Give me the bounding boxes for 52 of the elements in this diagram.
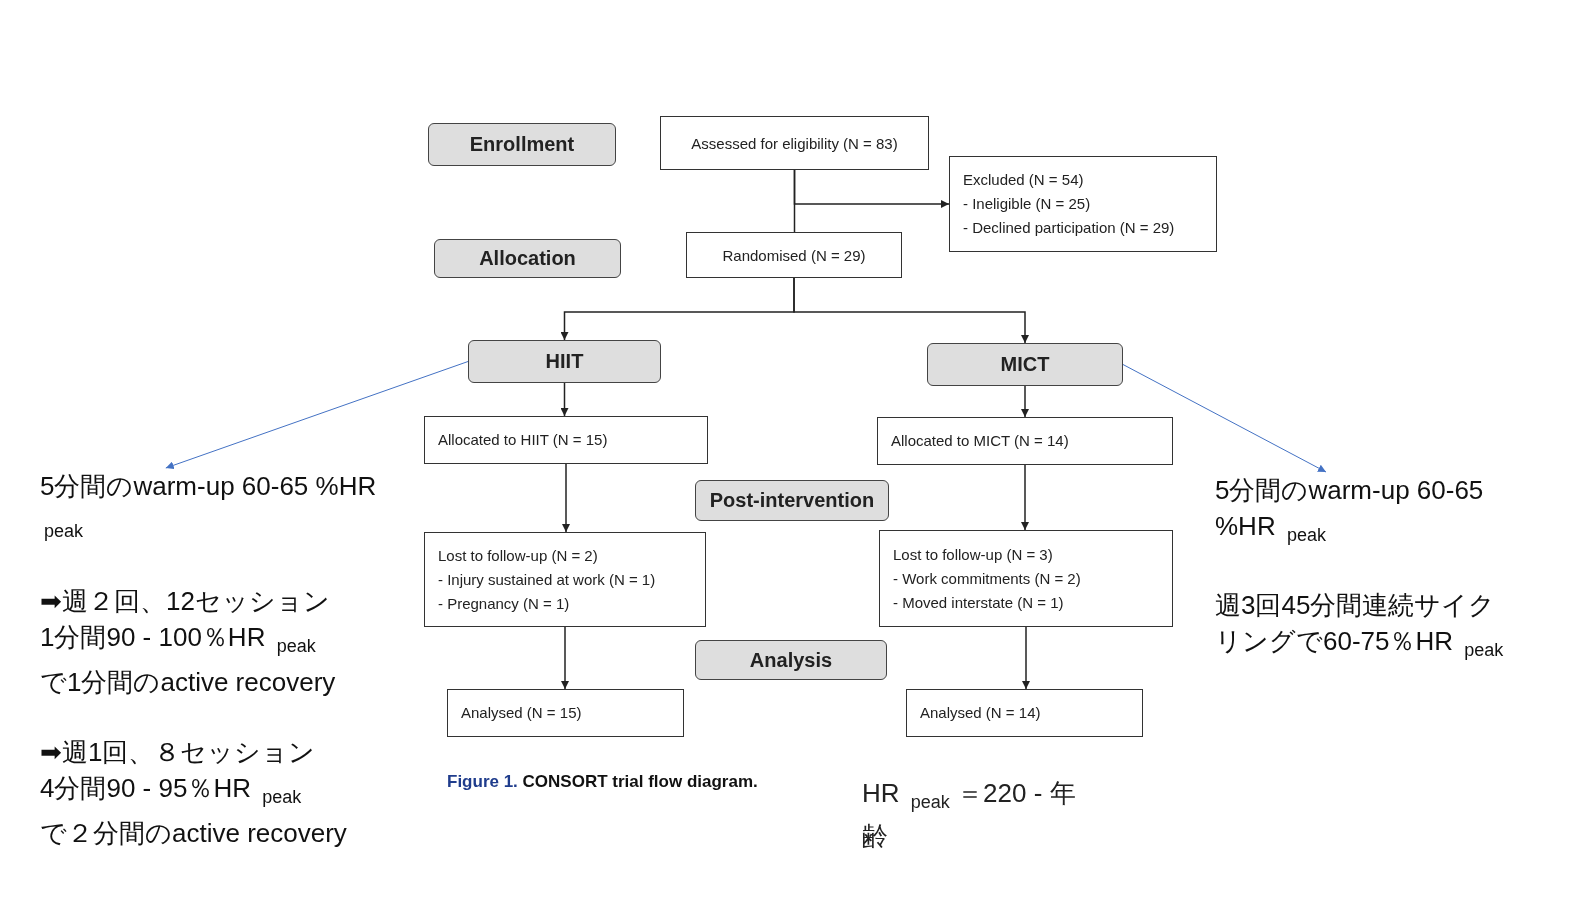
arrow — [793, 277, 1029, 344]
stage-label: Analysis — [749, 648, 833, 672]
note-text: 週3回45分間連続サイクリングで60-75％HR $_{peak}$ — [1215, 589, 1505, 662]
box-text: - Work commitments (N = 2) — [893, 568, 1081, 589]
stage-box — [468, 340, 661, 383]
process-box — [906, 689, 1143, 737]
box-text: Analysed (N = 15) — [461, 703, 582, 723]
box-text: - Declined participation (N = 29) — [963, 218, 1175, 238]
arrow — [165, 361, 469, 470]
box-text: Analysed (N = 14) — [920, 703, 1041, 723]
box-text: Assessed for eligibility (N = 83) — [691, 134, 898, 152]
formula-text: HR $_{peak}$ ＝220 - 年齢 — [862, 777, 1077, 853]
box-text: - Ineligible (N = 25) — [963, 194, 1091, 214]
connector-line — [793, 169, 796, 233]
figure-caption: Figure 1. CONSORT trial flow diagram. — [447, 772, 758, 792]
arrow — [562, 463, 570, 533]
note-text: 5分間のwarm-up 60-65 %HR $_{peak}$ — [1215, 474, 1485, 547]
box-text: - Injury sustained at work (N = 1) — [438, 569, 656, 590]
process-box — [879, 530, 1173, 627]
process-box — [949, 156, 1217, 252]
stage-label: HIIT — [545, 350, 584, 373]
process-box — [686, 232, 902, 278]
box-text: - Moved interstate (N = 1) — [893, 592, 1064, 613]
process-box — [877, 417, 1173, 465]
box-text: Allocated to MICT (N = 14) — [891, 431, 1069, 451]
stage-label: Enrollment — [469, 133, 575, 156]
stage-label: MICT — [1000, 353, 1050, 376]
stage-box — [428, 123, 616, 166]
stage-box — [695, 640, 887, 680]
process-box — [424, 532, 706, 627]
arrow — [1021, 464, 1029, 531]
note-text: ➡週1回、８セッション 4分間90 - 95％HR $_{peak}$ で２分間のactive recovery — [40, 736, 348, 850]
stage-box — [927, 343, 1123, 386]
stage-label: Allocation — [479, 247, 576, 270]
box-text: - Pregnancy (N = 1) — [438, 593, 570, 614]
arrow — [1021, 385, 1029, 418]
note-text: ➡週２回、12セッション 1分間90 - 100％HR $_{peak}$ で1分間のactive recovery — [40, 585, 337, 699]
box-text: Lost to follow-up (N = 3) — [893, 544, 1053, 565]
process-box — [447, 689, 684, 737]
box-text: Allocated to HIIT (N = 15) — [438, 430, 608, 450]
stage-box — [434, 239, 621, 278]
arrow — [1022, 626, 1030, 690]
stage-label: Post-intervention — [709, 489, 875, 512]
arrow — [560, 382, 569, 417]
process-box — [424, 416, 708, 464]
box-text: Excluded (N = 54) — [963, 170, 1084, 190]
arrow — [1122, 364, 1327, 473]
stage-box — [695, 480, 889, 521]
arrow — [561, 626, 569, 690]
box-text: Lost to follow-up (N = 2) — [438, 545, 598, 566]
process-box — [660, 116, 929, 170]
box-text: Randomised (N = 29) — [722, 246, 866, 264]
